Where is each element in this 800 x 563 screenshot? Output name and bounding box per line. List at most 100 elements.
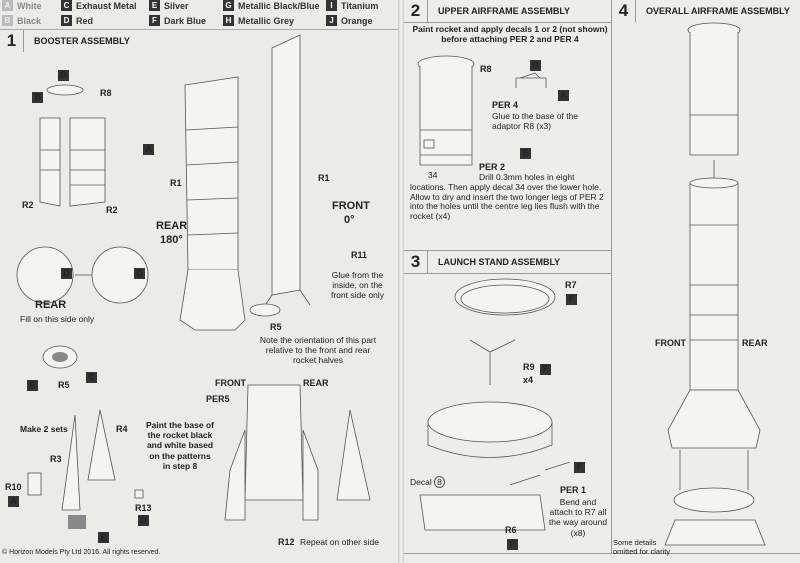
step-number: 4 <box>612 0 636 22</box>
part-label: R7 <box>565 280 577 290</box>
divider <box>0 29 398 30</box>
part-label: R1 <box>170 178 182 188</box>
legend-name: Red <box>76 15 94 26</box>
legend-name: White <box>17 0 42 11</box>
legend-name: Exhaust Metal <box>76 0 137 11</box>
paint-code-badge: B <box>32 92 43 103</box>
part-label: R4 <box>116 424 128 434</box>
paint-code-badge: E <box>520 148 531 159</box>
part-label: R2 <box>106 205 118 215</box>
legend-item: C Exhaust Metal <box>61 0 137 11</box>
part-label: R12 <box>278 537 295 547</box>
part-label: R2 <box>22 200 34 210</box>
legend-item: A White <box>2 0 42 11</box>
legend-code: C <box>61 0 72 11</box>
part-label: R8 <box>480 64 492 74</box>
per1-text: Bend and attach to R7 all the way around… <box>548 497 608 538</box>
orientation-label: REAR <box>742 338 768 348</box>
divider <box>611 0 612 553</box>
part-label: R11 <box>351 250 368 260</box>
paint-code-badge: F <box>540 364 551 375</box>
part-label: R5 <box>270 322 282 332</box>
part-label: R13 <box>135 503 152 513</box>
per2-text: Drill 0.3mm holes in eight locations. Th… <box>410 172 604 222</box>
paint-code-badge: D <box>58 70 69 81</box>
legend-name: Dark Blue <box>164 15 207 26</box>
step-title: LAUNCH STAND ASSEMBLY <box>438 257 561 267</box>
paint-code-badge: D <box>138 515 149 526</box>
orientation-label: REAR <box>303 378 329 388</box>
clarity-note: Some details omitted for clarity <box>613 538 671 556</box>
fill-note: Fill on this side only <box>20 314 95 324</box>
legend-code: E <box>149 0 160 11</box>
part-label: PER5 <box>206 394 230 404</box>
paint-code-badge: D <box>61 268 72 279</box>
paint-code-badge: C <box>86 372 97 383</box>
part-label: R9 <box>523 362 535 372</box>
orientation-label: REAR <box>156 220 188 232</box>
per1-title: PER 1 <box>560 485 587 495</box>
legend-code: A <box>2 0 13 11</box>
part-label: R8 <box>100 88 112 98</box>
make-sets-note: Make 2 sets <box>20 424 68 434</box>
decal-text: Decal <box>410 477 432 487</box>
step-number: 3 <box>404 251 428 273</box>
divider <box>404 553 800 554</box>
orientation-angle: 0° <box>344 214 355 226</box>
per4-text: Glue to the base of the adaptor R8 (x3) <box>492 111 579 132</box>
glue-note: Glue from the inside, on the front side … <box>331 270 384 301</box>
legend-code: I <box>326 0 337 11</box>
paint-code-badge: D <box>134 268 145 279</box>
orientation-label: FRONT <box>332 200 370 212</box>
decal-label: Decal 8 <box>410 476 445 488</box>
legend-item: E Silver <box>149 0 189 11</box>
legend-item: F Dark Blue <box>149 15 206 26</box>
legend-item: H Metallic Grey <box>223 15 294 26</box>
booster-base-detail <box>224 384 371 521</box>
booster-r1-rear <box>179 76 246 331</box>
step-3-header: 3 LAUNCH STAND ASSEMBLY <box>404 250 612 274</box>
orientation-label: FRONT <box>215 378 246 388</box>
booster-parts-r2 <box>39 84 106 207</box>
legend-name: Metallic Grey <box>238 15 295 26</box>
step-title: BOOSTER ASSEMBLY <box>34 36 130 46</box>
orientation-note: Note the orientation of this part relati… <box>259 335 377 366</box>
part-label: R5 <box>58 380 70 390</box>
orientation-label: FRONT <box>655 338 686 348</box>
orientation-angle: 180° <box>160 234 183 246</box>
per4-title: PER 4 <box>492 100 519 110</box>
copyright: © Horizon Models Pty Ltd 2016. All right… <box>2 549 161 556</box>
step-number: 1 <box>0 30 24 52</box>
legend-code: F <box>149 15 160 26</box>
fins-parts <box>27 409 144 529</box>
paint-code-badge: A <box>143 144 154 155</box>
orientation-label: REAR <box>35 299 67 311</box>
part-label: R3 <box>50 454 62 464</box>
step-1-header: 1 BOOSTER ASSEMBLY <box>0 30 398 52</box>
overall-airframe-drawing <box>664 22 766 546</box>
legend-name: Black <box>17 15 42 26</box>
part-label: R6 <box>505 525 517 535</box>
paint-code-badge: F <box>574 462 585 473</box>
fill-detail <box>16 246 149 369</box>
legend-code: G <box>223 0 234 11</box>
step-2-intro: Paint rocket and apply decals 1 or 2 (no… <box>412 24 608 45</box>
paint-code-badge: F <box>507 539 518 550</box>
paint-code-badge: A <box>8 496 19 507</box>
step-title: UPPER AIRFRAME ASSEMBLY <box>438 6 571 16</box>
legend-code: H <box>223 15 234 26</box>
legend-name: Silver <box>164 0 189 11</box>
paint-code-badge: E <box>27 380 38 391</box>
launch-stand-drawing <box>419 278 571 531</box>
per2-title: PER 2 <box>479 162 506 172</box>
decal-number: 8 <box>434 476 445 488</box>
step-title: OVERALL AIRFRAME ASSEMBLY <box>646 6 790 16</box>
part-label: R10 <box>5 482 22 492</box>
paint-code-badge: A <box>558 90 569 101</box>
